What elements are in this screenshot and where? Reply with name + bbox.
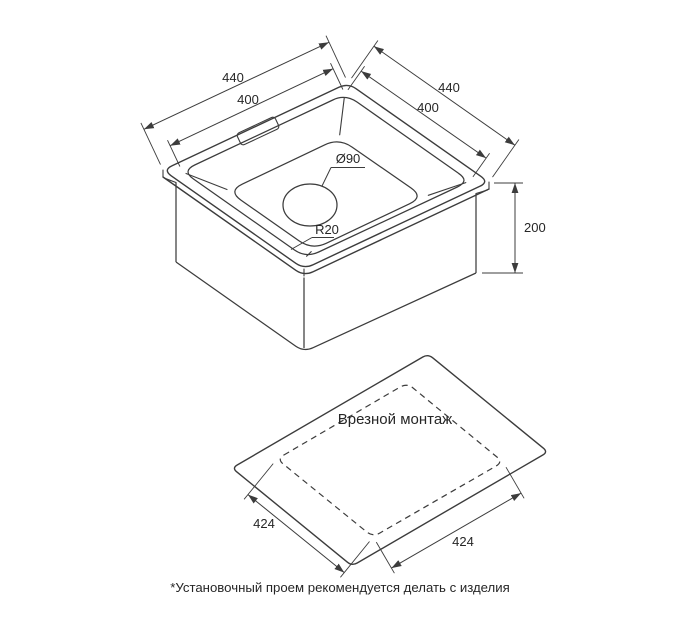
corner-radius-label: R20 (315, 222, 339, 237)
callout-leader-line (290, 237, 313, 250)
dim-label-outer-left: 440 (222, 70, 244, 85)
extension-line (492, 139, 520, 178)
extension-line (140, 122, 161, 165)
extension-line (340, 541, 370, 578)
dim-label-inner-left: 400 (237, 92, 259, 107)
callout-leader-line (321, 167, 332, 187)
dim-label-outer-right: 440 (438, 80, 460, 95)
installation-drawing: Врезной монтаж 424 424 (233, 355, 547, 578)
extension-line (351, 40, 379, 79)
extension-line (167, 140, 181, 167)
dim-label-cutout-bottom: 424 (452, 534, 474, 549)
dimension-line-inner (169, 68, 334, 147)
drain-hole (282, 183, 338, 227)
bowl-corner-edge-back (339, 96, 345, 136)
dimension-line-inner (360, 70, 487, 159)
bowl-corner-edge-front (306, 251, 312, 257)
dimension-cutout-left: 424 (243, 463, 370, 578)
bowl-corner-edge-left (185, 172, 228, 191)
dimension-top-left: 440 400 (140, 35, 346, 167)
extension-line (325, 35, 346, 78)
extension-line (243, 463, 274, 500)
corner-radius-callout: R20 (290, 222, 339, 250)
drain-diameter-label: Ø90 (336, 151, 361, 166)
extension-line (347, 65, 365, 91)
extension-line (472, 152, 490, 178)
footnote-text: *Установочный проем рекомендуется делать… (170, 580, 510, 595)
sink-body (163, 177, 489, 351)
dim-label-cutout-left: 424 (253, 516, 275, 531)
dimension-height: 200 (482, 182, 546, 274)
bowl-bottom-edge (234, 141, 418, 247)
bowl-corner-edge-right (427, 182, 467, 196)
dimension-top-right: 440 400 (347, 40, 520, 178)
countertop-outline (233, 355, 547, 565)
dimension-line (391, 492, 522, 569)
dim-label-inner-right: 400 (417, 100, 439, 115)
dim-label-height: 200 (524, 220, 546, 235)
sink-isometric-drawing: 440 400 440 400 200 Ø90 (140, 35, 546, 351)
dimension-cutout-bottom: 424 (375, 466, 525, 574)
extension-line (330, 63, 344, 90)
drain-diameter-callout: Ø90 (321, 151, 365, 187)
bowl-opening-edge (187, 96, 465, 256)
installation-title: Врезной монтаж (338, 411, 452, 428)
dimension-line (247, 494, 345, 573)
body-bottom-edge (175, 261, 477, 351)
cutout-dashed-outline (279, 384, 501, 536)
